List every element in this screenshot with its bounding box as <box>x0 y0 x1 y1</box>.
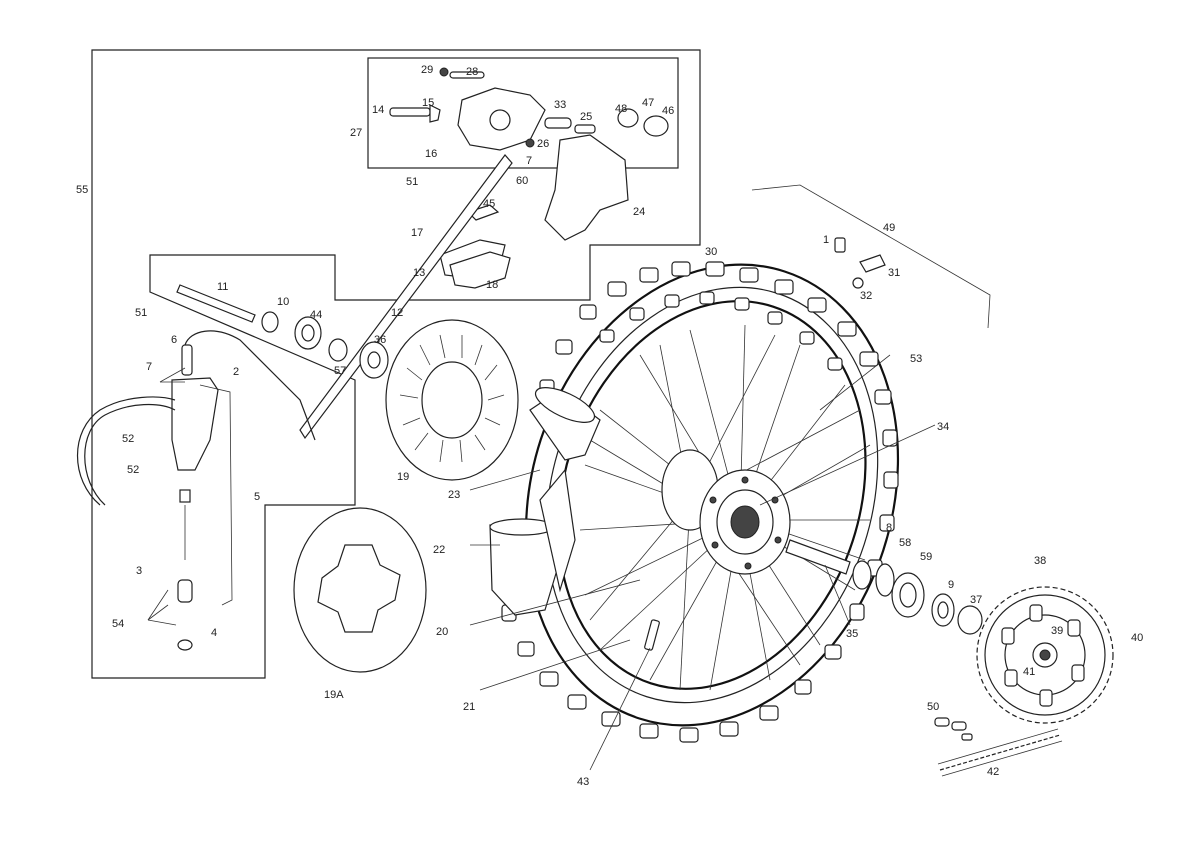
label-13: 13 <box>413 267 425 279</box>
label-16: 16 <box>425 148 437 160</box>
label-5: 5 <box>254 491 260 503</box>
master-cylinder-hose <box>184 330 316 441</box>
leader-lines <box>147 354 936 771</box>
label-27: 27 <box>350 127 362 139</box>
label-47: 47 <box>642 97 654 109</box>
group-55-boundary <box>91 49 701 679</box>
label-32: 32 <box>860 290 872 302</box>
master-link <box>934 717 973 741</box>
label-28: 28 <box>466 66 478 78</box>
label-38: 38 <box>1034 555 1046 567</box>
brake-pads <box>439 204 511 289</box>
label-35: 35 <box>846 628 858 640</box>
group-49-bracket <box>751 184 991 329</box>
label-2: 2 <box>233 366 239 378</box>
label-9: 9 <box>948 579 954 591</box>
left-side-axle-parts <box>176 284 389 379</box>
label-54: 54 <box>112 618 124 630</box>
label-36: 36 <box>374 334 386 346</box>
label-34: 34 <box>937 421 949 433</box>
label-14: 14 <box>372 104 384 116</box>
axle <box>785 539 851 575</box>
label-1: 1 <box>823 234 829 246</box>
label-39: 39 <box>1051 625 1063 637</box>
label-8: 8 <box>886 522 892 534</box>
brake-hose <box>299 154 513 440</box>
label-6: 6 <box>171 334 177 346</box>
label-37: 37 <box>970 594 982 606</box>
brake-disc-19a <box>293 507 427 673</box>
caliper-bracket <box>544 134 629 241</box>
label-15: 15 <box>422 97 434 109</box>
label-51-top: 51 <box>406 176 418 188</box>
part-labels: 55 27 29 28 14 15 16 33 25 48 47 46 26 7… <box>76 64 1143 788</box>
label-53: 53 <box>910 353 922 365</box>
label-42: 42 <box>987 766 999 778</box>
label-25: 25 <box>580 111 592 123</box>
label-52-lower: 52 <box>127 464 139 476</box>
label-30: 30 <box>705 246 717 258</box>
label-33: 33 <box>554 99 566 111</box>
label-20: 20 <box>436 626 448 638</box>
right-side-bearings <box>852 560 983 635</box>
label-31: 31 <box>888 267 900 279</box>
rear-sprocket <box>976 586 1114 724</box>
group-27-caliper-box <box>367 57 679 169</box>
label-22: 22 <box>433 544 445 556</box>
label-50: 50 <box>927 701 939 713</box>
label-51-left: 51 <box>135 307 147 319</box>
label-4: 4 <box>211 627 217 639</box>
label-55: 55 <box>76 184 88 196</box>
label-48: 48 <box>615 103 627 115</box>
label-41: 41 <box>1023 666 1035 678</box>
label-46: 46 <box>662 105 674 117</box>
label-19: 19 <box>397 471 409 483</box>
chain-adjuster <box>834 237 886 289</box>
label-26: 26 <box>537 138 549 150</box>
rim-lock <box>644 619 660 651</box>
label-43: 43 <box>577 776 589 788</box>
label-29: 29 <box>421 64 433 76</box>
label-11: 11 <box>217 281 228 293</box>
label-57: 57 <box>334 365 346 377</box>
label-18: 18 <box>486 279 498 291</box>
label-40: 40 <box>1131 632 1143 644</box>
label-52-upper: 52 <box>122 433 134 445</box>
label-12: 12 <box>391 307 403 319</box>
label-19a: 19A <box>324 689 344 701</box>
label-7-caliper: 7 <box>526 155 532 167</box>
label-58: 58 <box>899 537 911 549</box>
label-44: 44 <box>310 309 322 321</box>
label-23: 23 <box>448 489 460 501</box>
label-45: 45 <box>483 198 495 210</box>
inner-tube <box>489 387 601 616</box>
label-59: 59 <box>920 551 932 563</box>
drive-chain <box>937 728 1063 777</box>
label-21: 21 <box>463 701 475 713</box>
label-3: 3 <box>136 565 142 577</box>
brake-caliper <box>389 67 669 151</box>
label-17: 17 <box>411 227 423 239</box>
label-24: 24 <box>633 206 645 218</box>
brake-disc-19 <box>385 319 519 481</box>
label-10: 10 <box>277 296 289 308</box>
label-60: 60 <box>516 175 528 187</box>
label-7-master: 7 <box>146 361 152 373</box>
rear-master-cylinder <box>76 344 233 651</box>
label-49: 49 <box>883 222 895 234</box>
wheel-hub <box>661 449 791 575</box>
